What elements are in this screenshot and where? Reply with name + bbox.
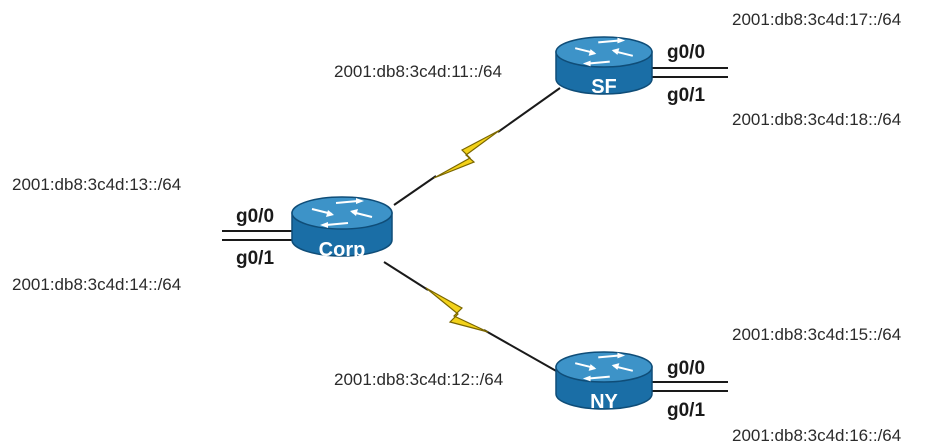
ny-router [555, 351, 653, 410]
router-arrows-icon [311, 198, 373, 228]
corp-ny-wan-network: 2001:db8:3c4d:12::/64 [334, 370, 503, 389]
corp-g0-0-network: 2001:db8:3c4d:13::/64 [12, 175, 181, 194]
corp-g0-1-label: g0/1 [236, 248, 274, 269]
sf-g0-1-label: g0/1 [667, 85, 705, 106]
sf-router [555, 36, 653, 95]
router-arrows-icon [574, 352, 634, 382]
ny-g0-0-label: g0/0 [667, 358, 705, 379]
router-name-sf: SF [591, 76, 617, 98]
lightning-bolt-icon [433, 129, 501, 179]
corp-g0-0-label: g0/0 [236, 206, 274, 227]
sf-g0-0-label: g0/0 [667, 42, 705, 63]
ny-ethernet-lines [650, 381, 728, 392]
ny-g0-1-label: g0/1 [667, 400, 705, 421]
router-arrows-icon [574, 37, 634, 67]
wan-link-corp-sf [393, 87, 561, 206]
router-name-ny: NY [590, 391, 618, 413]
corp-router [291, 196, 393, 257]
lightning-bolt-icon [425, 287, 489, 333]
sf-g0-1-network: 2001:db8:3c4d:18::/64 [732, 110, 901, 129]
sf-ethernet-lines [650, 67, 728, 78]
ny-g0-0-network: 2001:db8:3c4d:15::/64 [732, 325, 901, 344]
sf-g0-0-network: 2001:db8:3c4d:17::/64 [732, 10, 901, 29]
corp-g0-1-network: 2001:db8:3c4d:14::/64 [12, 275, 181, 294]
router-name-corp: Corp [319, 239, 366, 261]
corp-ethernet-lines [222, 230, 292, 241]
corp-sf-wan-network: 2001:db8:3c4d:11::/64 [334, 62, 502, 81]
wan-link-corp-ny [383, 261, 559, 373]
ny-g0-1-network: 2001:db8:3c4d:16::/64 [732, 426, 901, 445]
